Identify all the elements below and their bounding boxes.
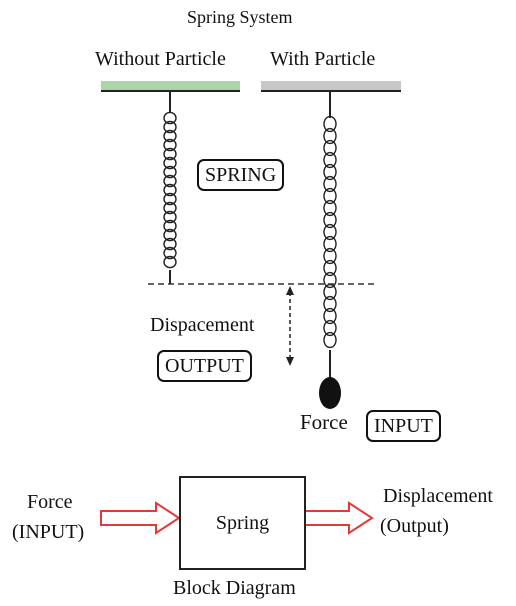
spring-coil [163,246,177,260]
spring-coil [163,120,177,134]
spring-coil [163,228,177,242]
spring-coil [323,211,337,229]
displacement-label: Dispacement [150,314,255,336]
spring-coil [163,138,177,152]
spring-coil [163,111,177,125]
force-label: Force [300,410,348,434]
spring-coil [163,156,177,170]
spring-coil [163,147,177,161]
spring-coil [323,139,337,157]
spring-coil [323,259,337,277]
spring-coil [323,175,337,193]
spring-coil [323,199,337,217]
spring-block-label: Spring [215,511,270,534]
displacement-arrow [286,286,294,366]
spring-coil [323,187,337,205]
output-label: OUTPUT [157,350,252,382]
spring-coil [163,237,177,251]
spring-coil [163,165,177,179]
block-output-line2: (Output) [380,515,449,537]
spring-coil [323,163,337,181]
spring-coil [323,307,337,325]
particle-mass [319,377,341,409]
spring-coil [163,183,177,197]
left-header-label: Without Particle [95,48,226,70]
right-spring-coils [323,115,337,349]
spring-coil [323,271,337,289]
input-label: INPUT [366,410,441,442]
spring-coil [323,151,337,169]
block-input-line1: Force [27,491,73,513]
spring-coil [163,192,177,206]
spring-coil [163,219,177,233]
spring-coil [163,255,177,269]
spring-coil [163,174,177,188]
spring-coil [163,129,177,143]
spring-block: Spring [179,476,306,570]
diagram-title: Spring System [187,7,293,27]
block-output-line1: Displacement [383,485,493,507]
spring-coil [323,319,337,337]
left-support-bar [101,81,240,91]
spring-coil [323,115,337,133]
input-arrow [100,501,181,535]
spring-label: SPRING [197,159,285,191]
spring-coil [323,223,337,241]
spring-coil [163,210,177,224]
block-input-line2: (INPUT) [12,521,85,543]
left-spring-coils [163,111,177,269]
block-diagram-caption: Block Diagram [173,577,296,599]
spring-coil [323,127,337,145]
spring-coil [323,235,337,253]
spring-coil [323,247,337,265]
spring-coil [323,331,337,349]
right-header-label: With Particle [270,48,376,70]
spring-coil [323,295,337,313]
spring-coil [163,201,177,215]
right-support-bar [261,81,401,91]
output-arrow [304,501,374,535]
